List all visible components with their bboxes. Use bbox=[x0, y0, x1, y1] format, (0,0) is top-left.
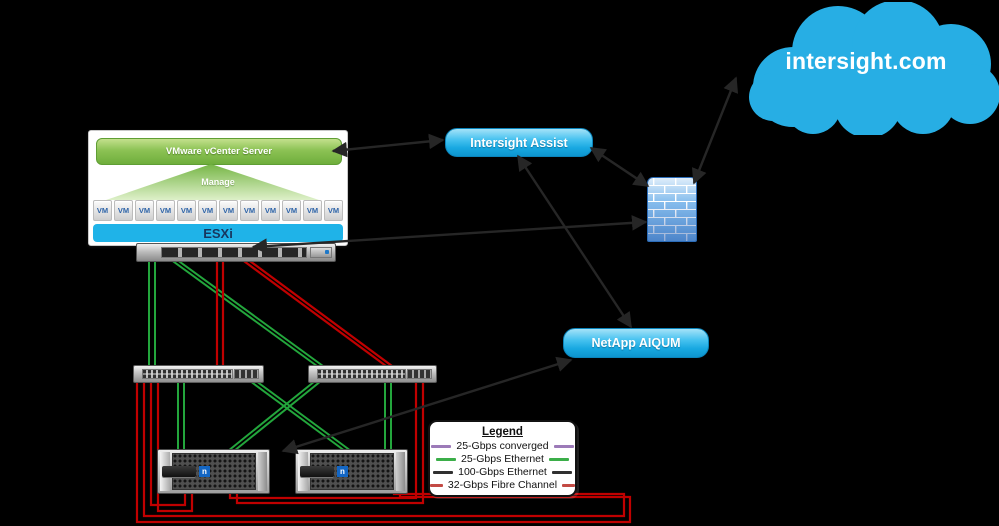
vcenter-to-assist-arrow bbox=[331, 133, 445, 158]
storage-right-rail bbox=[258, 452, 267, 491]
switch-uplink-ports bbox=[234, 369, 259, 379]
storage-handle bbox=[300, 466, 334, 477]
legend-line-sample bbox=[548, 457, 569, 461]
switch-uplink-ports bbox=[407, 369, 432, 379]
vm-box: VM bbox=[282, 200, 301, 221]
esxi-bar: ESXi bbox=[93, 224, 343, 242]
vm-box: VM bbox=[93, 200, 112, 221]
netapp-aiqum-box: NetApp AIQUM bbox=[563, 328, 709, 358]
legend-item-25g-ethernet: 25-Gbps Ethernet bbox=[430, 453, 575, 465]
vm-box: VM bbox=[324, 200, 343, 221]
firewall-icon bbox=[647, 177, 697, 242]
vm-box: VM bbox=[261, 200, 280, 221]
netapp-storage-a: n bbox=[157, 449, 270, 494]
server-drive-bays bbox=[161, 247, 307, 258]
storage-handle bbox=[162, 466, 196, 477]
firewall-to-cloud-arrow bbox=[691, 76, 739, 185]
legend-item-100g-ethernet: 100-Gbps Ethernet bbox=[430, 466, 575, 478]
legend: Legend 25-Gbps converged 25-Gbps Etherne… bbox=[428, 420, 577, 497]
cloud-icon bbox=[749, 0, 999, 138]
vcenter-server-bar: VMware vCenter Server bbox=[96, 138, 342, 165]
legend-item-label: 100-Gbps Ethernet bbox=[458, 466, 547, 478]
legend-item-label: 32-Gbps Fibre Channel bbox=[447, 479, 558, 491]
vm-box: VM bbox=[177, 200, 196, 221]
ethernet-switch-a bbox=[133, 365, 264, 383]
assist-to-aiqum-arrow bbox=[516, 154, 633, 329]
server-led bbox=[325, 250, 329, 254]
vm-box: VM bbox=[198, 200, 217, 221]
intersight-cloud: intersight.com bbox=[733, 0, 999, 138]
netapp-aiqum-label: NetApp AIQUM bbox=[591, 336, 681, 350]
vm-box: VM bbox=[156, 200, 175, 221]
legend-line-sample bbox=[433, 470, 454, 474]
switch-ports bbox=[317, 369, 406, 379]
storage-right-rail bbox=[396, 452, 405, 491]
manage-triangle bbox=[106, 164, 319, 200]
ethernet-switch-b bbox=[308, 365, 437, 383]
vm-box: VM bbox=[303, 200, 322, 221]
legend-item-converged: 25-Gbps converged bbox=[430, 440, 575, 452]
vcenter-server-label: VMware vCenter Server bbox=[165, 146, 273, 157]
netapp-logo-icon: n bbox=[199, 466, 210, 477]
vm-box: VM bbox=[219, 200, 238, 221]
ucs-server bbox=[136, 243, 336, 262]
vm-box: VM bbox=[135, 200, 154, 221]
legend-line-sample bbox=[430, 483, 443, 487]
cloud-label: intersight.com bbox=[785, 48, 947, 74]
manage-label: Manage bbox=[201, 177, 235, 187]
legend-line-sample bbox=[551, 470, 572, 474]
legend-line-sample bbox=[431, 444, 452, 448]
switch-ports bbox=[142, 369, 233, 379]
ethernet-25g-cables bbox=[148, 253, 392, 452]
legend-item-32g-fc: 32-Gbps Fibre Channel bbox=[430, 479, 575, 491]
vm-box: VM bbox=[114, 200, 133, 221]
intersight-assist-label: Intersight Assist bbox=[470, 135, 568, 150]
vm-box: VM bbox=[240, 200, 259, 221]
legend-line-sample bbox=[553, 444, 574, 448]
netapp-storage-b: n bbox=[295, 449, 408, 494]
legend-line-sample bbox=[436, 457, 457, 461]
netapp-logo-icon: n bbox=[337, 466, 348, 477]
esxi-label: ESXi bbox=[203, 225, 233, 241]
intersight-assist-box: Intersight Assist bbox=[445, 128, 593, 157]
legend-title: Legend bbox=[482, 426, 523, 438]
assist-to-firewall-arrow bbox=[589, 147, 650, 187]
legend-item-label: 25-Gbps Ethernet bbox=[461, 453, 544, 465]
legend-item-label: 25-Gbps converged bbox=[456, 440, 549, 452]
firewall-shading bbox=[648, 178, 696, 241]
legend-line-sample bbox=[562, 483, 575, 487]
